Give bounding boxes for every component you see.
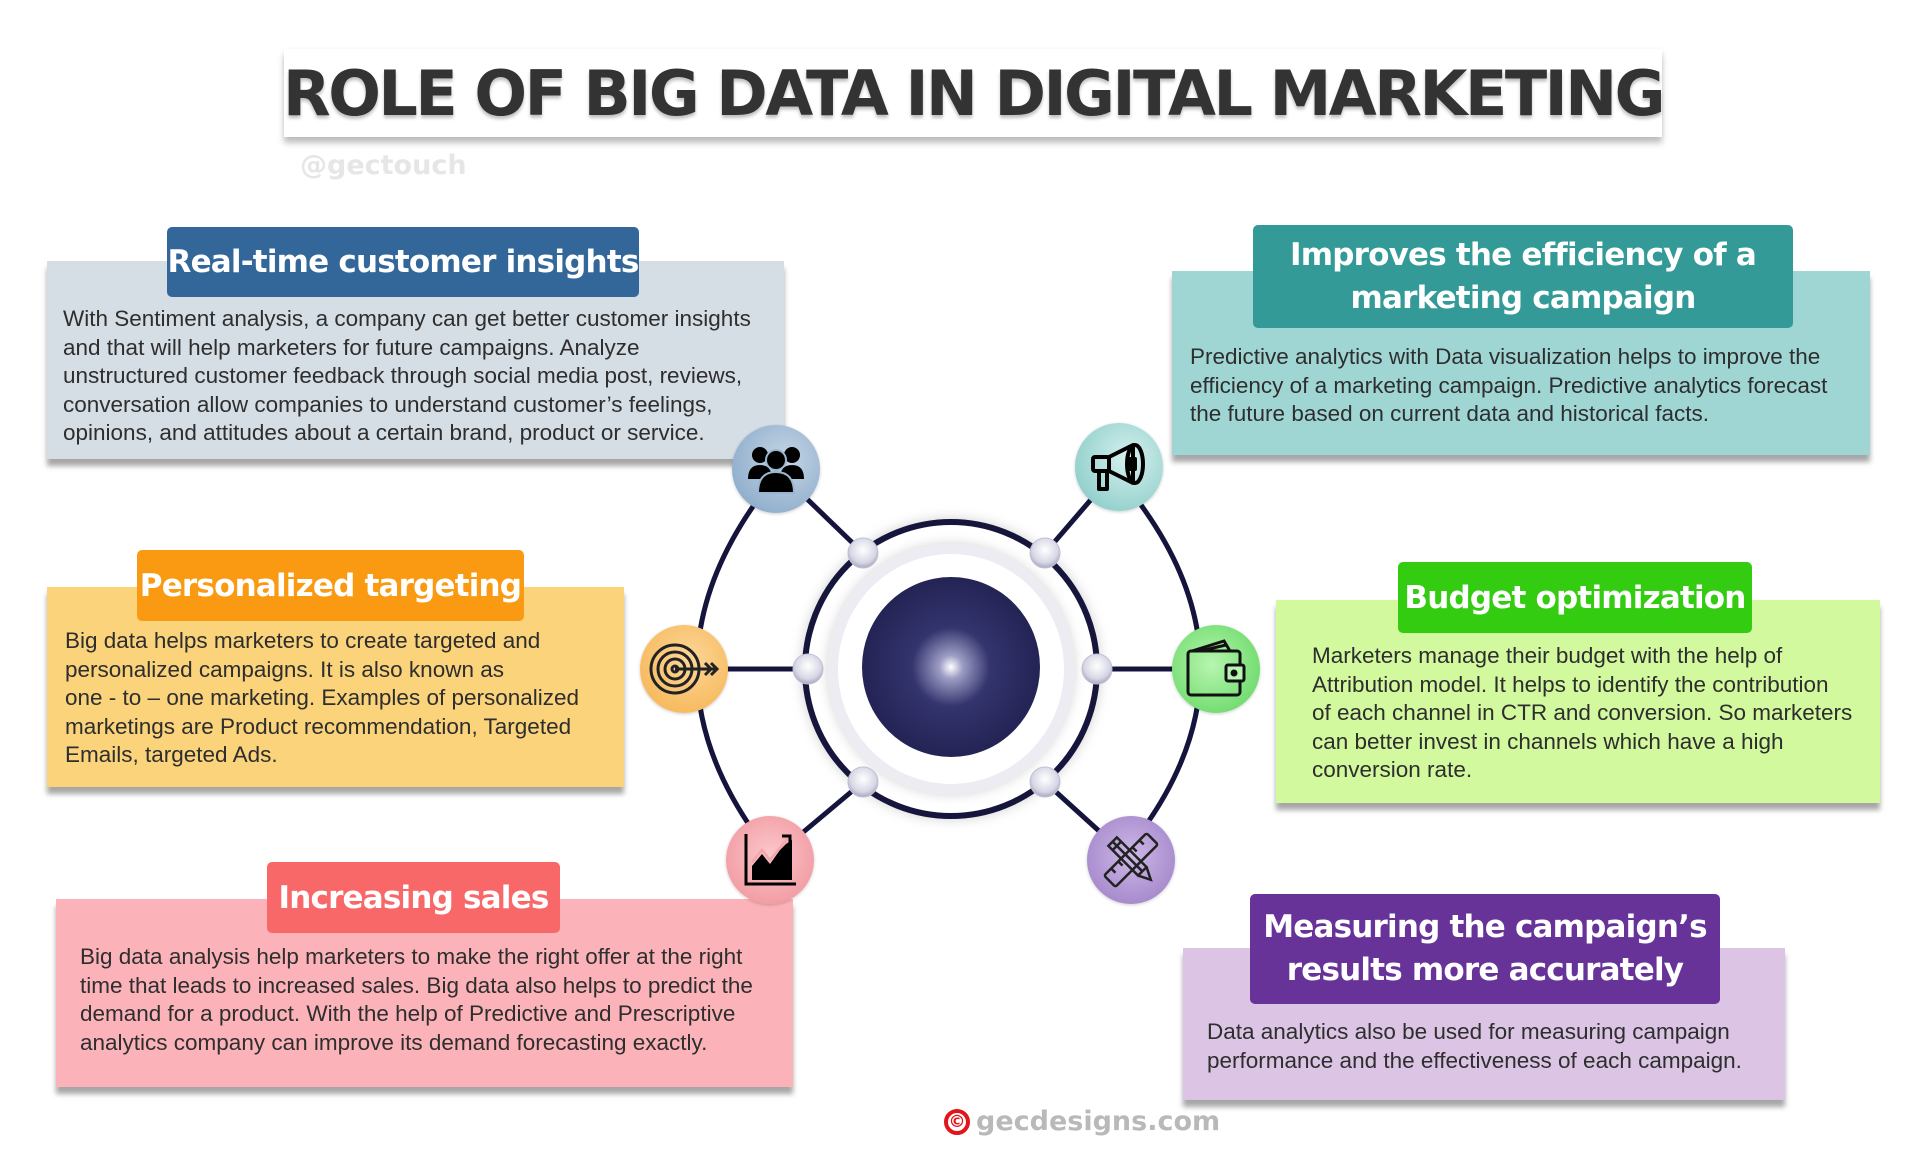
growth-chart-icon: [726, 816, 814, 904]
copyright-icon: ©: [944, 1108, 970, 1135]
watermark: @gectouch: [300, 150, 467, 181]
card-description: With Sentiment analysis, a company can g…: [63, 306, 751, 445]
card-title-budget-optimization: Budget optimization: [1398, 562, 1752, 633]
copyright-site: gecdesigns.com: [976, 1106, 1221, 1137]
card-title-increasing-sales: Increasing sales: [267, 862, 560, 933]
card-description: Big data analysis help marketers to make…: [80, 944, 753, 1055]
ring-nodes: [792, 537, 1113, 798]
card-description: Marketers manage their budget with the h…: [1312, 643, 1853, 782]
card-title-campaign-efficiency: Improves the efficiency of a marketing c…: [1253, 225, 1793, 328]
megaphone-icon: [1075, 423, 1163, 511]
card-description: Data analytics also be used for measurin…: [1207, 1019, 1742, 1073]
people-group-icon: [732, 425, 820, 513]
title-banner: ROLE OF BIG DATA IN DIGITAL MARKETING: [282, 49, 1666, 137]
card-title-personalized-targeting: Personalized targeting: [137, 550, 524, 621]
card-description: Big data helps marketers to create targe…: [65, 628, 580, 767]
card-description: Predictive analytics with Data visualiza…: [1190, 344, 1828, 426]
card-budget-optimization: Marketers manage their budget with the h…: [1276, 600, 1880, 803]
page-title: ROLE OF BIG DATA IN DIGITAL MARKETING: [282, 56, 1666, 130]
card-title-measuring-results: Measuring the campaign’s results more ac…: [1250, 894, 1720, 1004]
card-title-real-time-customer-insights: Real-time customer insights: [167, 227, 639, 297]
target-arrow-icon: [640, 625, 728, 713]
copyright-footer: © gecdesigns.com: [944, 1106, 1220, 1137]
wallet-icon: [1172, 625, 1260, 713]
hub-sphere: [862, 577, 1040, 757]
pencil-ruler-icon: [1087, 816, 1175, 904]
